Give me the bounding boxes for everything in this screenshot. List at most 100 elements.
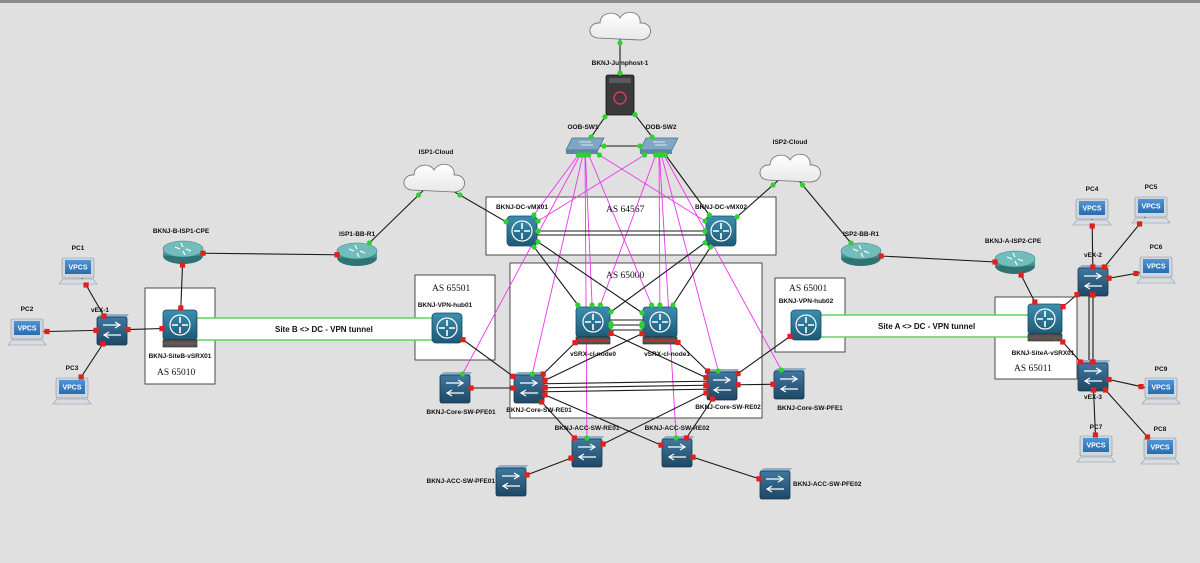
- node-vpn-hub01[interactable]: BKNJ-VPN-hub01: [418, 302, 473, 344]
- as-label-as65011: AS 65011: [1014, 364, 1052, 374]
- vpcs-screen-text: VPCS: [68, 265, 87, 272]
- node-acc-pfe01[interactable]: BKNJ-ACC-SW-PFE01: [427, 465, 529, 497]
- link-core-re01-acc-re02[interactable]: [528, 387, 678, 453]
- node-sitea-srx[interactable]: BKNJ-SiteA-vSRX01: [1012, 303, 1075, 357]
- port-status-down: [93, 327, 99, 333]
- link-oob-sw1-dc-vmx02[interactable]: [584, 145, 722, 232]
- port-status-down: [703, 382, 709, 388]
- canvas-top-border: [0, 0, 1200, 3]
- link-core-re02-acc-re01[interactable]: [586, 384, 723, 453]
- link-oob-sw2-core-re02[interactable]: [658, 145, 723, 386]
- node-label: PC6: [1150, 244, 1163, 251]
- cloud-icon: [759, 153, 821, 183]
- port-status-down: [510, 385, 516, 391]
- port-status-down: [78, 374, 84, 380]
- port-status-down: [1106, 275, 1112, 281]
- port-status-down: [735, 382, 741, 388]
- cloud-icon: [589, 11, 651, 41]
- link-oob-sw1-core-pfe01[interactable]: [454, 145, 586, 389]
- port-status-up: [708, 244, 714, 250]
- port-status-down: [460, 337, 466, 343]
- node-acc-pfe02[interactable]: BKNJ-ACC-SW-PFE02: [759, 468, 862, 500]
- node-label: PC4: [1086, 186, 1099, 193]
- node-oob-sw2[interactable]: OOB-SW2: [639, 124, 679, 154]
- port-status-down: [1018, 272, 1024, 278]
- node-label: BKNJ-Core-SW-RE02: [695, 404, 761, 411]
- port-status-up: [531, 212, 537, 218]
- port-status-down: [1074, 292, 1080, 298]
- vpcs-screen-text: VPCS: [1086, 443, 1105, 450]
- link-dc-vmx02-cl-node0[interactable]: [592, 230, 722, 326]
- router-cpe-icon: [840, 242, 882, 260]
- router-cpe-icon: [162, 240, 204, 258]
- port-status-down: [572, 340, 578, 346]
- link-isp1-bb-r1-siteb-cpe[interactable]: [182, 252, 358, 256]
- port-status-up: [597, 302, 603, 308]
- link-oob-sw1-core-re01[interactable]: [528, 145, 586, 389]
- node-label: BKNJ-Jumphost-1: [592, 60, 649, 67]
- node-sitea-cpe[interactable]: BKNJ-A-ISP2-CPE: [985, 238, 1042, 274]
- node-isp1-cloud[interactable]: ISP1-Cloud: [403, 149, 465, 193]
- node-cl-node0[interactable]: vSRX-cl-node0: [570, 306, 616, 358]
- link-oob-sw2-core-pfe1[interactable]: [658, 145, 790, 385]
- node-label: BKNJ-ACC-SW-RE02: [645, 425, 710, 432]
- node-isp2-bb-r1[interactable]: ISP2-BB-R1: [840, 231, 882, 266]
- node-cl-node1[interactable]: vSRX-cl-node1: [642, 306, 690, 358]
- node-isp2-cloud[interactable]: ISP2-Cloud: [759, 139, 821, 183]
- port-status-down: [675, 339, 681, 346]
- node-siteb-srx[interactable]: BKNJ-SiteB-vSRX01: [149, 309, 212, 360]
- node-core-pfe01[interactable]: BKNJ-Core-SW-PFE01: [426, 372, 496, 416]
- port-status-down: [100, 341, 106, 347]
- node-jumphost-cloud[interactable]: [589, 11, 651, 41]
- link-dc-vmx01-cl-node1[interactable]: [521, 230, 661, 326]
- node-oob-sw1[interactable]: OOB-SW1: [565, 124, 605, 154]
- port-status-down: [539, 399, 545, 405]
- node-vex-1[interactable]: vEX-1: [91, 307, 129, 346]
- node-label: PC2: [21, 306, 34, 313]
- port-status-up: [715, 368, 721, 374]
- node-label: vEX-3: [1084, 394, 1102, 401]
- node-core-pfe1[interactable]: BKNJ-Core-SW-PFE1: [773, 368, 843, 412]
- port-status-up: [706, 212, 712, 218]
- port-status-up: [702, 218, 708, 224]
- link-oob-sw1-acc-re01[interactable]: [584, 145, 588, 453]
- port-status-up: [529, 371, 535, 377]
- node-vex-3[interactable]: vEX-3: [1077, 360, 1110, 401]
- link-core-re01-core-re02[interactable]: [528, 380, 722, 385]
- link-isp2-bb-r1-sitea-cpe[interactable]: [860, 254, 1016, 264]
- node-label: PC3: [66, 365, 79, 372]
- node-acc-re01[interactable]: BKNJ-ACC-SW-RE01: [555, 425, 620, 468]
- node-vpn-hub02[interactable]: BKNJ-VPN-hub02: [779, 298, 834, 341]
- node-dc-vmx02[interactable]: BKNJ-DC-vMX02: [695, 204, 747, 247]
- node-label: BKNJ-VPN-hub01: [418, 302, 473, 309]
- port-status-up: [639, 310, 645, 316]
- node-vex-2[interactable]: vEX-2: [1077, 252, 1110, 297]
- port-status-down: [178, 305, 184, 311]
- link-oob-sw2-dc-vmx01[interactable]: [521, 145, 660, 232]
- link-oob-sw2-acc-re02[interactable]: [658, 145, 678, 453]
- vpcs-icon: [1138, 199, 1164, 213]
- link-core-re01-core-re02[interactable]: [529, 388, 723, 393]
- link-cl-node0-core-re02[interactable]: [592, 324, 723, 386]
- link-cl-node1-core-re01[interactable]: [528, 324, 661, 389]
- as-label-as65010: AS 65010: [157, 368, 196, 378]
- port-status-down: [540, 371, 546, 377]
- node-isp1-bb-r1[interactable]: ISP1-BB-R1: [336, 231, 378, 266]
- link-core-re01-core-re02[interactable]: [528, 384, 723, 389]
- node-siteb-cpe[interactable]: BKNJ-B-ISP1-CPE: [153, 228, 210, 264]
- port-status-down: [608, 330, 614, 336]
- node-acc-re02[interactable]: BKNJ-ACC-SW-RE02: [645, 425, 710, 468]
- node-label: BKNJ-ACC-SW-RE01: [555, 425, 620, 432]
- port-status-down: [524, 472, 530, 478]
